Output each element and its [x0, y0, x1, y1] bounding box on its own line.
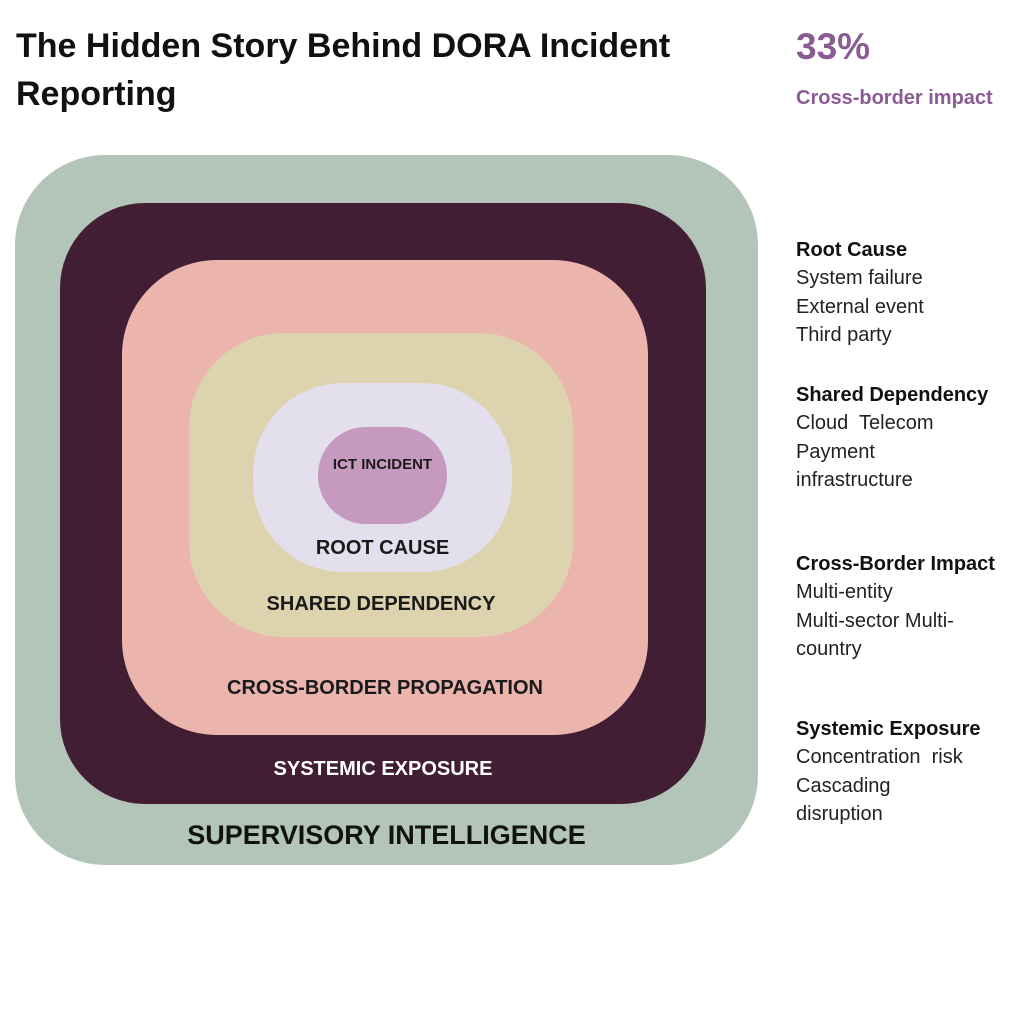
- layer-label-ict-incident: ICT INCIDENT: [332, 456, 433, 473]
- sidebar-heading-systemic-exposure: Systemic Exposure: [796, 718, 981, 740]
- sidebar-heading-shared-dependency: Shared Dependency: [796, 384, 989, 406]
- sidebar-line: country: [796, 637, 862, 660]
- sidebar-line: Cascading: [796, 774, 891, 797]
- page-title: The Hidden Story Behind DORA Incident Re…: [16, 27, 671, 113]
- sidebar-section-cross-border-impact: Cross-Border Impact Multi-entity Multi-s…: [796, 550, 996, 663]
- sidebar-line: Multi-entity: [796, 581, 893, 604]
- layer-label-cross-border-propagation: CROSS-BORDER PROPAGATION: [227, 677, 543, 699]
- sidebar-section-systemic-exposure: Systemic Exposure Concentration risk Cas…: [796, 715, 996, 828]
- stat-label: Cross-border impact: [796, 87, 993, 109]
- sidebar-line: Payment: [796, 440, 875, 463]
- layer-label-root-cause: ROOT CAUSE: [315, 537, 450, 559]
- sidebar-section-root-cause: Root Cause System failure External event…: [796, 236, 996, 349]
- sidebar-line: Concentration risk: [796, 746, 963, 769]
- sidebar-section-shared-dependency: Shared Dependency Cloud Telecom Payment …: [796, 381, 996, 494]
- layer-ict-incident: ICT INCIDENT: [318, 427, 447, 524]
- layer-label-supervisory-intelligence: SUPERVISORY INTELLIGENCE: [187, 820, 586, 850]
- sidebar-line: Third party: [796, 323, 892, 346]
- sidebar-line: External event: [796, 295, 924, 318]
- sidebar-heading-cross-border-impact: Cross-Border Impact: [796, 553, 995, 575]
- sidebar-line: infrastructure: [796, 468, 913, 491]
- layer-label-systemic-exposure: SYSTEMIC EXPOSURE: [273, 758, 493, 780]
- sidebar-line: Cloud Telecom: [796, 412, 934, 435]
- sidebar-line: System failure: [796, 267, 923, 290]
- sidebar-line: Multi-sector Multi-: [796, 609, 954, 632]
- sidebar-heading-root-cause: Root Cause: [796, 239, 908, 261]
- sidebar-line: disruption: [796, 802, 883, 825]
- stat-value: 33%: [796, 26, 871, 67]
- layer-label-shared-dependency: SHARED DEPENDENCY: [266, 593, 496, 615]
